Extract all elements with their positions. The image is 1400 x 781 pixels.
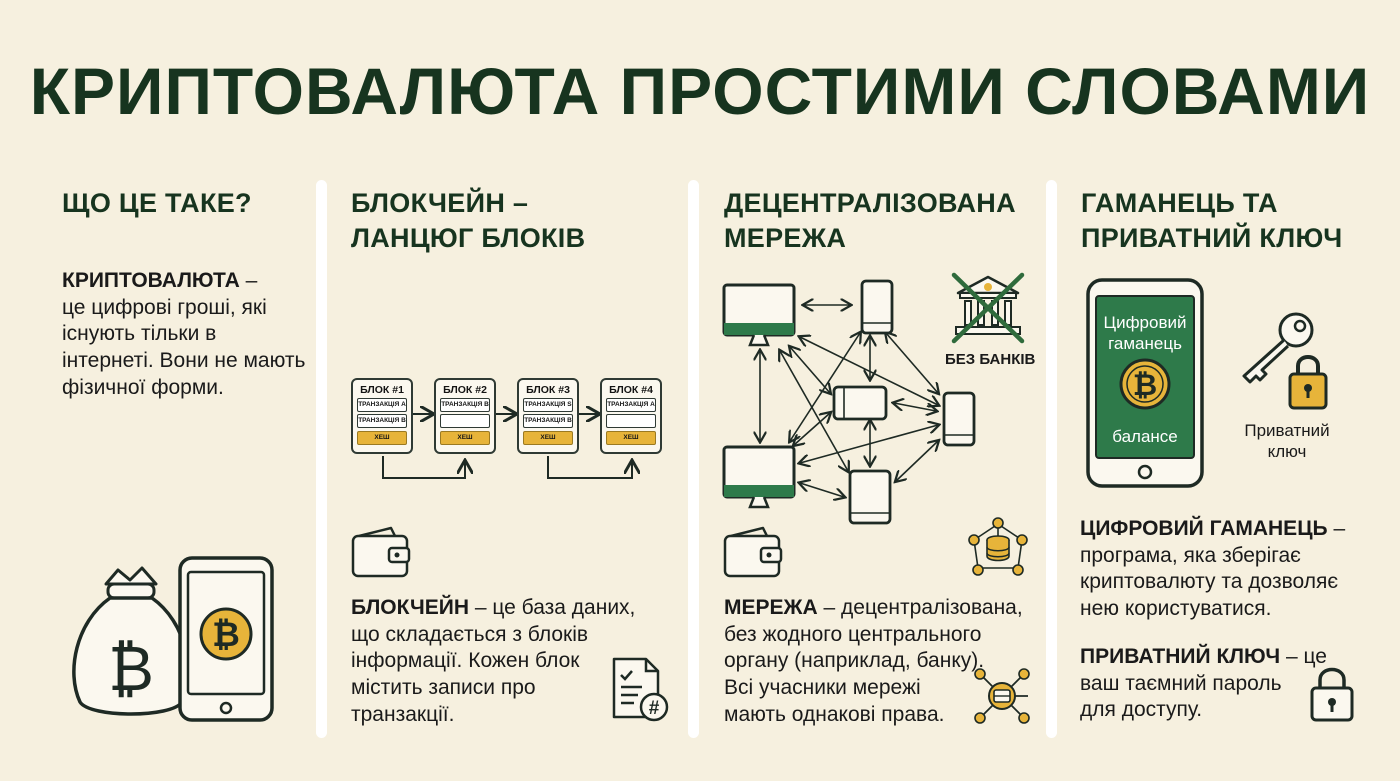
col2-heading: БЛОКЧЕЙН – ЛАНЦЮГ БЛОКІВ (351, 186, 585, 256)
padlock-icon (1310, 667, 1354, 722)
col4-heading: ГАМАНЕЦЬ ТА ПРИВАТНИЙ КЛЮЧ (1081, 186, 1343, 256)
col2-line-3: містить записи про (351, 675, 536, 699)
digital-wallet-phone-icon: ₿ (1086, 278, 1204, 488)
block-title: БЛОК #1 (360, 384, 404, 396)
col1-heading: ЩО ЦЕ ТАКЕ? (62, 188, 252, 218)
col3-line-4: мають однакові права. (724, 702, 945, 726)
column-divider-2 (688, 180, 699, 738)
column-divider-3 (1046, 180, 1057, 738)
block-transaction: ТРАНЗАКЦІЯ B (357, 414, 407, 428)
col4-wallet-line-0: – (1327, 517, 1346, 540)
col2-line-4: транзакції. (351, 702, 455, 726)
phone-wallet-line-0: Цифровий (1103, 313, 1187, 332)
col4-heading-line-1: ПРИВАТНИЙ КЛЮЧ (1081, 223, 1343, 254)
phone-wallet-title: Цифровий гаманець (1096, 312, 1194, 355)
col3-line-1: без жодного центрального (724, 622, 982, 646)
svg-text:#: # (649, 698, 660, 719)
wallet-icon (351, 526, 411, 578)
private-key-label-line-1: ключ (1267, 442, 1307, 462)
network-diagram (722, 279, 976, 525)
col1-line-0: – (239, 269, 258, 292)
svg-text:₿: ₿ (1133, 369, 1157, 402)
col2-term: БЛОКЧЕЙН (351, 596, 470, 619)
block-transaction: ТРАНЗАКЦІЯ A (606, 398, 656, 412)
svg-text:₿: ₿ (212, 616, 240, 654)
col2-heading-line-1: ЛАНЦЮГ БЛОКІВ (351, 223, 586, 254)
monitor-node-2 (722, 445, 796, 509)
monitor-node-1 (722, 283, 796, 347)
block-transaction (440, 414, 490, 428)
block-hash: ХЕШ (440, 431, 490, 445)
col4-wallet-term: ЦИФРОВИЙ ГАМАНЕЦЬ (1080, 517, 1328, 540)
col4-wallet-description: ЦИФРОВИЙ ГАМАНЕЦЬ – програма, яка зберіг… (1080, 516, 1380, 623)
block-title: БЛОК #4 (609, 384, 653, 396)
database-network-icon (968, 517, 1028, 576)
col4-key-term: ПРИВАТНИЙ КЛЮЧ (1080, 645, 1281, 668)
block-4: БЛОК #4 ТРАНЗАКЦІЯ A ХЕШ (600, 378, 662, 454)
block-transaction: ТРАНЗАКЦІЯ B (523, 414, 573, 428)
col1-line-1: це цифрові гроші, які (62, 295, 267, 319)
svg-text:₿: ₿ (108, 635, 154, 704)
document-hash-icon: # (612, 657, 669, 722)
private-key-label: Приватний ключ (1232, 420, 1342, 463)
phone-wallet-line-1: гаманець (1108, 334, 1182, 354)
col1-line-4: фізичної форми. (62, 375, 224, 399)
page-title: КРИПТОВАЛЮТА ПРОСТИМИ СЛОВАМИ (29, 54, 1371, 128)
block-hash: ХЕШ (357, 431, 407, 445)
col2-description: БЛОКЧЕЙН – це база даних, що складається… (351, 595, 651, 728)
block-transaction: ТРАНЗАКЦІЯ A (357, 398, 407, 412)
col3-line-3: Всі учасники мережі (724, 675, 921, 699)
block-1: БЛОК #1 ТРАНЗАКЦІЯ A ТРАНЗАКЦІЯ B ХЕШ (351, 378, 413, 454)
key-lock-icon (1242, 312, 1328, 410)
col3-heading: ДЕЦЕНТРАЛІЗОВАНА МЕРЕЖА (724, 186, 1016, 256)
col1-term: КРИПТОВАЛЮТА (62, 269, 240, 292)
col2-line-2: інформації. Кожен блок (351, 649, 580, 673)
col4-wallet-line-3: нею користуватися. (1080, 596, 1272, 620)
no-banks-label: БЕЗ БАНКІВ (945, 351, 1036, 368)
phone-node-2 (942, 391, 976, 447)
col3-heading-line-1: МЕРЕЖА (724, 223, 847, 254)
col2-line-1: що складається з блоків (351, 622, 589, 646)
block-hash: ХЕШ (606, 431, 656, 445)
col4-key-line-1: ваш таємний пароль (1080, 671, 1282, 695)
block-2: БЛОК #2 ТРАНЗАКЦІЯ B ХЕШ (434, 378, 496, 454)
phone-balance-label: балансе (1112, 427, 1178, 446)
block-title: БЛОК #3 (526, 384, 570, 396)
col3-term: МЕРЕЖА (724, 596, 818, 619)
col4-wallet-line-1: програма, яка зберігає (1080, 543, 1301, 567)
block-3: БЛОК #3 ТРАНЗАКЦІЯ S ТРАНЗАКЦІЯ B ХЕШ (517, 378, 579, 454)
block-hash: ХЕШ (523, 431, 573, 445)
col3-line-0: – децентралізована, (817, 596, 1023, 619)
block-chain-connectors (382, 370, 680, 479)
col1-line-2: існують тільки в (62, 322, 217, 346)
money-bag-icon: ₿ (72, 566, 190, 716)
tablet-node-2 (848, 469, 892, 525)
private-key-label-line-0: Приватний (1244, 421, 1330, 440)
crossed-bank-icon (951, 272, 1025, 344)
col4-wallet-line-2: криптовалюту та дозволяє (1080, 570, 1339, 594)
block-transaction: ТРАНЗАКЦІЯ B (440, 398, 490, 412)
column-divider-1 (316, 180, 327, 738)
col4-key-line-2: для доступу. (1080, 698, 1203, 722)
block-transaction: ТРАНЗАКЦІЯ S (523, 398, 573, 412)
hub-network-icon (974, 668, 1030, 724)
col3-description: МЕРЕЖА – децентралізована, без жодного ц… (724, 595, 1024, 728)
col2-heading-line-0: БЛОКЧЕЙН – (351, 188, 529, 218)
phone-bitcoin-icon: ₿ (178, 556, 274, 722)
col4-key-description: ПРИВАТНИЙ КЛЮЧ – це ваш таємний пароль д… (1080, 644, 1340, 724)
phone-node-1 (860, 279, 894, 335)
col1-description: КРИПТОВАЛЮТА – це цифрові гроші, які існ… (62, 268, 312, 401)
col4-heading-line-0: ГАМАНЕЦЬ ТА (1081, 188, 1278, 218)
tablet-node-1 (832, 385, 888, 421)
col3-heading-line-0: ДЕЦЕНТРАЛІЗОВАНА (724, 188, 1016, 218)
col3-line-2: органу (наприклад, банку). (724, 649, 985, 673)
col4-key-line-0: – це (1280, 645, 1327, 668)
col2-line-0: – це база даних, (469, 596, 636, 619)
col1-line-3: інтернеті. Вони не мають (62, 348, 306, 372)
wallet-icon (723, 526, 783, 578)
block-title: БЛОК #2 (443, 384, 487, 396)
block-transaction (606, 414, 656, 428)
